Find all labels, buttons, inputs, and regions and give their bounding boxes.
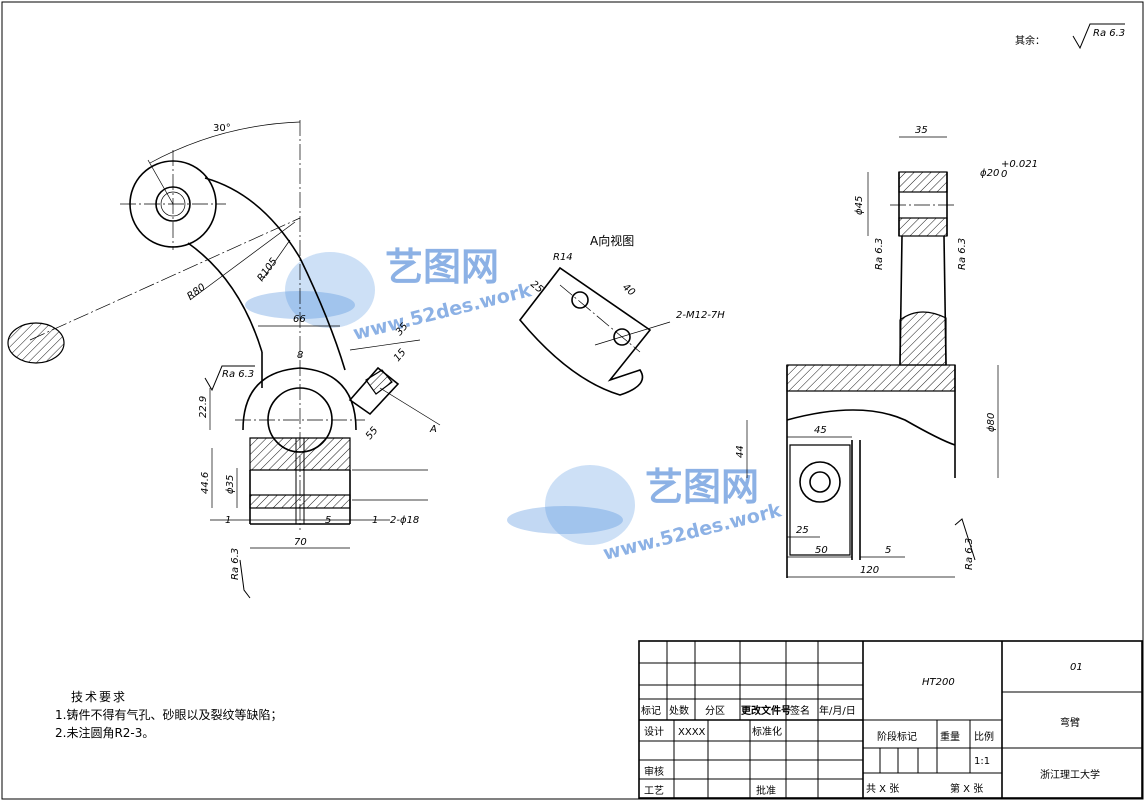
tb-designer: XXXX <box>678 727 706 738</box>
roughness-front-bottom: Ra 6.3 <box>230 548 241 580</box>
tb-approve: 批准 <box>756 784 776 797</box>
dim-r80: R80 <box>185 282 207 302</box>
svg-text:艺图网: 艺图网 <box>645 465 759 509</box>
dim-22-9: 22.9 <box>198 396 209 418</box>
notes-heading: 技术要求 <box>71 690 128 704</box>
dim-15: 15 <box>392 347 409 364</box>
dim-phi45: ϕ45 <box>854 196 865 215</box>
tb-design-label: 设计 <box>644 725 664 738</box>
watermark-logo-2: 艺图网 www.52des.work <box>507 465 784 565</box>
tb-ratio: 比例 <box>974 730 994 743</box>
dim-r105: R105 <box>256 256 280 284</box>
dim-thread: 2-M12-7H <box>676 310 725 321</box>
note-item-2: 2.未注圆角R2-3。 <box>55 726 155 740</box>
dim-8: 8 <box>297 350 303 361</box>
roughness-value: Ra 6.3 <box>1093 28 1125 39</box>
dim-phi80: ϕ80 <box>986 413 997 432</box>
dim-44: 44 <box>735 445 746 458</box>
dim-tol-lower: 0 <box>1001 169 1007 180</box>
dim-70: 70 <box>294 537 307 548</box>
roughness-side-left: Ra 6.3 <box>874 238 885 270</box>
dim-66: 66 <box>293 314 306 325</box>
tb-sheets: 共 X 张 <box>866 783 899 795</box>
dim-35-side: 35 <box>915 125 928 136</box>
svg-text:艺图网: 艺图网 <box>385 245 499 289</box>
tb-process: 工艺 <box>644 785 664 797</box>
arrow-a-label: A <box>429 424 437 435</box>
roughness-label: 其余： <box>1015 34 1045 47</box>
side-view: 35 ϕ20 +0.021 0 ϕ45 Ra 6.3 Ra 6.3 ϕ80 44… <box>735 125 1038 578</box>
dim-2-phi18: 2-ϕ18 <box>390 515 419 526</box>
dim-1b: 1 <box>372 515 378 526</box>
dim-5: 5 <box>325 515 331 526</box>
tb-material: HT200 <box>922 677 955 688</box>
dim-44-6: 44.6 <box>200 472 211 494</box>
tb-stage-mark: 阶段标记 <box>877 730 917 743</box>
roughness-symbol-general: 其余： Ra 6.3 <box>1015 23 1125 50</box>
svg-text:www.52des.work: www.52des.work <box>351 279 534 345</box>
tb-h-count: 处数 <box>669 704 689 717</box>
view-a-title: A向视图 <box>590 233 634 248</box>
tb-part-name: 弯臂 <box>1060 716 1080 729</box>
roughness-side-right: Ra 6.3 <box>957 238 968 270</box>
roughness-front-left: Ra 6.3 <box>222 369 254 380</box>
dim-tol-upper: +0.021 <box>1001 159 1038 170</box>
tb-school: 浙江理工大学 <box>1040 768 1100 781</box>
roughness-side-bottom: Ra 6.3 <box>964 538 975 570</box>
technical-requirements: 技术要求 1.铸件不得有气孔、砂眼以及裂纹等缺陷； 2.未注圆角R2-3。 <box>55 688 282 742</box>
dim-phi20: ϕ20 <box>980 168 999 179</box>
title-block: 标记 处数 分区 更改文件号 签名 年/月/日 设计 XXXX 标准化 审核 工… <box>638 640 1143 799</box>
dim-r14: R14 <box>553 252 573 263</box>
dim-5-side: 5 <box>885 545 891 556</box>
dim-1a: 1 <box>225 515 231 526</box>
dim-45: 45 <box>814 425 827 436</box>
dim-55: 55 <box>364 425 381 442</box>
note-item-1: 1.铸件不得有气孔、砂眼以及裂纹等缺陷； <box>55 708 283 722</box>
tb-h-zone: 分区 <box>705 705 725 717</box>
tb-scale: 1:1 <box>974 756 990 767</box>
tb-h-doc: 更改文件号 <box>741 704 791 717</box>
tb-h-date: 年/月/日 <box>819 704 856 717</box>
tb-h-mark: 标记 <box>641 705 661 717</box>
dim-120: 120 <box>860 565 879 576</box>
tb-review: 审核 <box>644 765 664 778</box>
watermark-logo-1: 艺图网 www.52des.work <box>245 245 534 345</box>
view-a: A向视图 R14 25 40 2-M12-7H <box>518 233 725 396</box>
dim-phi35: ϕ35 <box>225 475 236 494</box>
tb-sheet-no: 第 X 张 <box>950 782 983 795</box>
tb-drawing-no: 01 <box>1070 662 1083 673</box>
tb-standardize: 标准化 <box>752 725 782 738</box>
front-view: 30° R80 R105 66 8 35 15 55 A 22.9 44.6 ϕ… <box>7 120 441 599</box>
tb-h-sign: 签名 <box>790 704 810 717</box>
dim-angle: 30° <box>213 123 231 134</box>
dim-50: 50 <box>815 545 828 556</box>
dim-25-side: 25 <box>796 525 809 536</box>
dim-40: 40 <box>620 282 637 299</box>
tb-weight: 重量 <box>940 730 960 743</box>
